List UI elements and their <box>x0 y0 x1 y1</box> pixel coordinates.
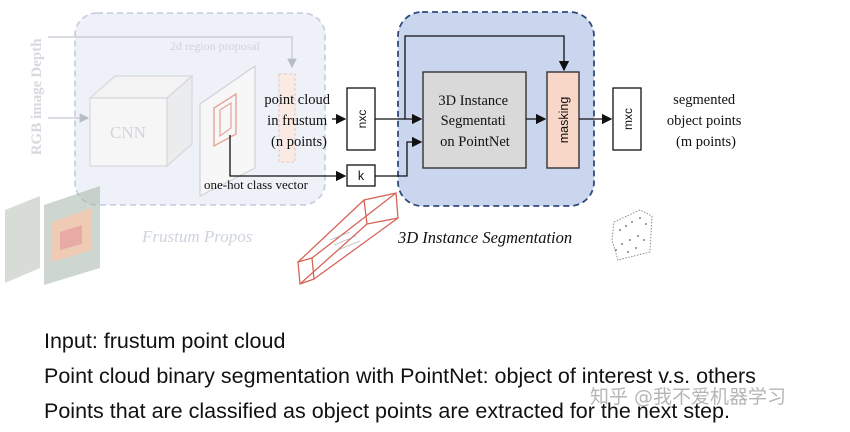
watermark: 知乎 @我不爱机器学习 <box>590 386 787 408</box>
segmented-object-sketch <box>611 209 653 261</box>
arrow-k-to-pointnet <box>375 136 423 177</box>
region-proposal-text: 2d region proposal <box>170 39 261 53</box>
point-cloud-line-1: point cloud <box>264 92 330 108</box>
pointnet-line-2: Segmentati <box>441 113 506 129</box>
bullet-input: Input: frustum point cloud <box>44 329 286 353</box>
bullet-segmentation: Point cloud binary segmentation with Poi… <box>44 364 756 388</box>
point-cloud-line-2: in frustum <box>267 113 328 129</box>
mxc-box <box>612 87 642 151</box>
output-line-3: (m points) <box>676 134 736 150</box>
flow-arrows <box>229 35 613 182</box>
region-proposal-label: 2d region proposal <box>170 39 261 53</box>
arrow-skip-to-masking <box>404 35 570 119</box>
region-proposal-planes <box>199 64 296 197</box>
frustum-proposal-panel: Depth RGB image CNN 2d region proposal <box>5 12 326 285</box>
masking-block <box>546 71 580 169</box>
bullet-extraction: Points that are classified as object poi… <box>44 399 730 423</box>
mxc-label: mxc <box>621 108 635 130</box>
output-line-2: object points <box>667 113 742 129</box>
pointnet-line-3: on PointNet <box>440 134 510 150</box>
k-label: k <box>358 169 365 183</box>
frustum-proposal-caption: Frustum Propos <box>141 227 253 246</box>
rgb-thumbnails <box>5 186 100 285</box>
cnn-label: CNN <box>110 123 146 142</box>
nxc-box <box>346 87 376 151</box>
onehot-label: one-hot class vector <box>204 177 309 192</box>
output-line-1: segmented <box>673 92 736 108</box>
depth-label: Depth <box>29 38 45 78</box>
masking-label: masking <box>557 97 571 144</box>
output-label: segmented object points (m points) <box>667 92 745 150</box>
pointnet-block <box>422 71 527 169</box>
arrow-onehot-to-k <box>229 135 347 182</box>
instance-segmentation-caption: 3D Instance Segmentation <box>397 228 572 247</box>
pipeline-diagram: Depth RGB image CNN 2d region proposal <box>5 11 745 285</box>
rgb-image-label: RGB image <box>29 80 45 155</box>
bullet-list: Input: frustum point cloud Point cloud b… <box>44 324 756 429</box>
pointnet-line-1: 3D Instance <box>438 93 508 109</box>
pointnet-label: 3D Instance Segmentati on PointNet <box>438 93 511 150</box>
point-cloud-label: point cloud in frustum (n points) <box>264 92 333 150</box>
point-cloud-line-3: (n points) <box>271 134 327 150</box>
instance-segmentation-panel: 3D Instance Segmentati on PointNet maski… <box>397 11 595 247</box>
nxc-label: nxc <box>355 110 369 129</box>
cnn-block: CNN <box>88 74 194 168</box>
frustum-3d-sketch <box>297 192 399 285</box>
